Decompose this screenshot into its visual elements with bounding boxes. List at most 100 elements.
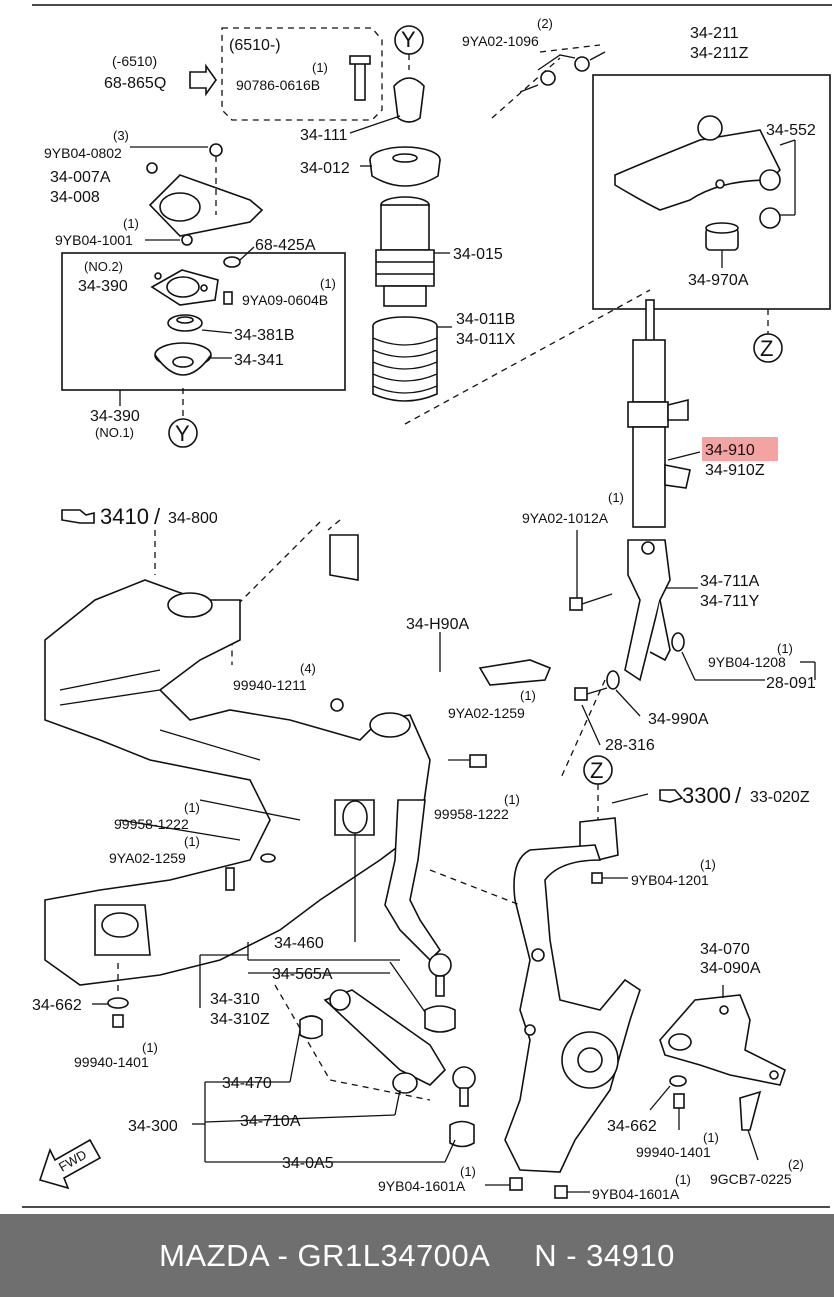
label-34-007a: 34-007A [50, 169, 111, 186]
label-no1: (NO.1) [95, 425, 134, 440]
label-q1-h: (1) [184, 834, 200, 849]
exploded-parts-diagram: (-6510) 68-865Q (6510-) (1) 90786-0616B … [22, 4, 832, 1208]
label-34-012: 34-012 [300, 160, 350, 177]
pointing-hand-icon [61, 509, 95, 524]
label-28-316: 28-316 [605, 737, 655, 754]
label-9ya02-1012a: 9YA02-1012A [522, 510, 609, 526]
label-9yb04-1208: 9YB04-1208 [708, 654, 786, 670]
label-99940-1401-b: 99940-1401 [636, 1144, 711, 1160]
arrow-icon [189, 63, 217, 97]
footer-bar: MAZDA - GR1L34700A N - 34910 [0, 1214, 834, 1297]
label-q1-j: (1) [142, 1040, 158, 1055]
label-33-020z: 33-020Z [750, 789, 810, 806]
label-z: Z [760, 336, 773, 361]
label-q2-b: (2) [788, 1157, 804, 1172]
label-34-211: 34-211 [690, 25, 739, 42]
model-box-6510 [221, 27, 383, 121]
label-99958-1222-a: 99958-1222 [114, 816, 189, 832]
label-9ya02-1096: 9YA02-1096 [462, 33, 539, 49]
label-q1-i: (1) [700, 857, 716, 872]
label-9yb04-1001: 9YB04-1001 [55, 232, 133, 248]
bolt-90786 [354, 59, 366, 101]
label-90786-0616b: 90786-0616B [236, 77, 320, 93]
label-9yb04-0802: 9YB04-0802 [44, 145, 122, 161]
label-q1: (1) [312, 60, 328, 75]
label-34-341: 34-341 [234, 352, 284, 369]
label-34-460: 34-460 [274, 935, 324, 952]
label-q1-k: (1) [703, 1130, 719, 1145]
front-crossmember-34-800 [44, 579, 431, 986]
label-34-111: 34-111 [300, 127, 348, 144]
label-34-565a: 34-565A [272, 966, 333, 983]
label-no2: (NO.2) [84, 259, 123, 274]
label-q1-m: (1) [675, 1172, 691, 1187]
bushing-34-0a5 [449, 1120, 475, 1148]
label-68-425a: 68-425A [255, 237, 316, 254]
label-q1-e: (1) [520, 688, 536, 703]
lower-link-34-710a [323, 989, 447, 1086]
label-34-011b: 34-011B [456, 311, 515, 328]
label-34-552: 34-552 [766, 122, 816, 139]
bushing-34-470 [299, 1015, 323, 1040]
label-9gcb7-0225: 9GCB7-0225 [710, 1171, 792, 1187]
label-34-970a: 34-970A [688, 272, 749, 289]
label-6510-paren: (-6510) [112, 53, 157, 69]
label-34-310z: 34-310Z [210, 1011, 270, 1028]
label-9yb04-1201: 9YB04-1201 [631, 872, 709, 888]
label-34-381b: 34-381B [234, 327, 295, 344]
label-9yb04-1601a-a: 9YB04-1601A [378, 1178, 466, 1194]
label-34-011x: 34-011X [456, 331, 516, 348]
highlight-34-910 [702, 437, 778, 461]
label-34-310: 34-310 [210, 991, 260, 1008]
label-34-710a: 34-710A [240, 1113, 301, 1130]
pointing-hand-icon-3300 [659, 789, 684, 803]
label-slash-b: / [735, 783, 742, 808]
label-28-091: 28-091 [766, 675, 816, 692]
label-34-390-top: 34-390 [78, 278, 128, 295]
label-q1-c: (1) [320, 276, 336, 291]
label-q1-d: (1) [777, 641, 793, 656]
label-9ya09-0604b: 9YA09-0604B [242, 292, 328, 308]
upper-arm-34-211 [614, 129, 781, 211]
label-q1-g: (1) [504, 792, 520, 807]
label-34-910z: 34-910Z [705, 462, 765, 479]
label-q1-1012a: (1) [608, 490, 624, 505]
nut-99940-1211 [330, 698, 344, 712]
washer-9ya02-1096 [540, 70, 556, 86]
label-34-990a: 34-990A [648, 711, 709, 728]
label-34-711a: 34-711A [700, 573, 760, 590]
label-34-0a5: 34-0A5 [282, 1155, 334, 1172]
label-34-470: 34-470 [222, 1075, 272, 1092]
label-34-662-a: 34-662 [32, 997, 82, 1014]
label-34-711y: 34-711Y [700, 593, 760, 610]
label-q1-f: (1) [184, 800, 200, 815]
label-q1-b: (1) [123, 216, 139, 231]
label-9yb04-1601a-b: 9YB04-1601A [592, 1186, 680, 1202]
bolt-9gcb7-0225 [739, 1090, 762, 1131]
fwd-arrow-icon [38, 1138, 102, 1190]
label-34-h90a: 34-H90A [406, 616, 469, 633]
label-99940-1211: 99940-1211 [233, 677, 307, 693]
upper-arm-box [592, 74, 831, 310]
label-68-865q: 68-865Q [104, 75, 166, 92]
label-34-910: 34-910 [705, 442, 755, 459]
mount-assembly-box [61, 252, 346, 391]
label-99958-1222-b: 99958-1222 [434, 806, 509, 822]
bushing-34-565a [424, 1005, 456, 1033]
label-q1-l: (1) [460, 1164, 476, 1179]
label-34-070: 34-070 [700, 941, 750, 958]
bump-stop-34-111 [393, 77, 425, 123]
label-34-390-bottom: 34-390 [90, 408, 140, 425]
label-3300: 3300 [682, 783, 731, 808]
label-99940-1401-a: 99940-1401 [74, 1054, 149, 1070]
label-34-090a: 34-090A [700, 960, 761, 977]
label-z-lower: Z [590, 758, 603, 783]
knuckle-link-34-711a [624, 539, 671, 682]
label-q2: (2) [537, 16, 553, 31]
label-slash-a: / [154, 504, 161, 529]
label-q4: (4) [300, 661, 316, 676]
callout-circle-y-lower [168, 418, 198, 448]
steering-knuckle-3300 [504, 844, 641, 1173]
label-q3: (3) [113, 128, 129, 143]
